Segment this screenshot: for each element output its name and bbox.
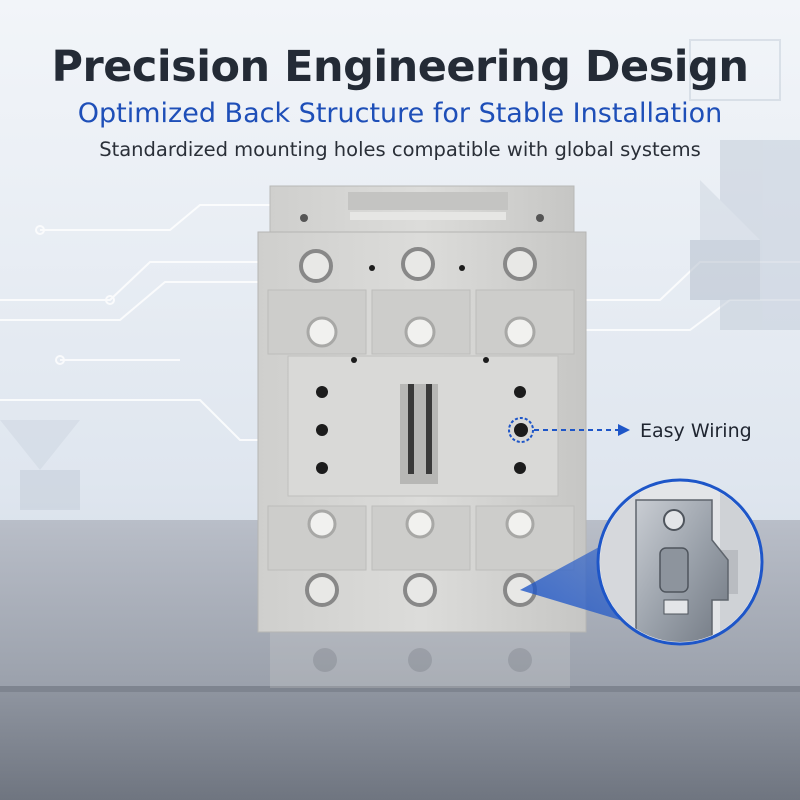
mounting-holes <box>316 265 526 474</box>
device-reflection <box>270 630 570 688</box>
wiring-hole-highlight <box>508 417 534 443</box>
zoom-detail <box>596 478 764 646</box>
circuit-lines-decoration <box>0 204 800 441</box>
zoom-beam <box>520 540 620 620</box>
page-tagline: Standardized mounting holes compatible w… <box>99 138 701 161</box>
background-geometry-decoration <box>0 39 800 510</box>
page-title: Precision Engineering Design <box>51 42 749 92</box>
page-subtitle: Optimized Back Structure for Stable Inst… <box>77 98 723 129</box>
breaker-back-panel <box>257 185 587 633</box>
easy-wiring-label: Easy Wiring <box>640 420 752 442</box>
callout-arrow <box>534 424 630 436</box>
